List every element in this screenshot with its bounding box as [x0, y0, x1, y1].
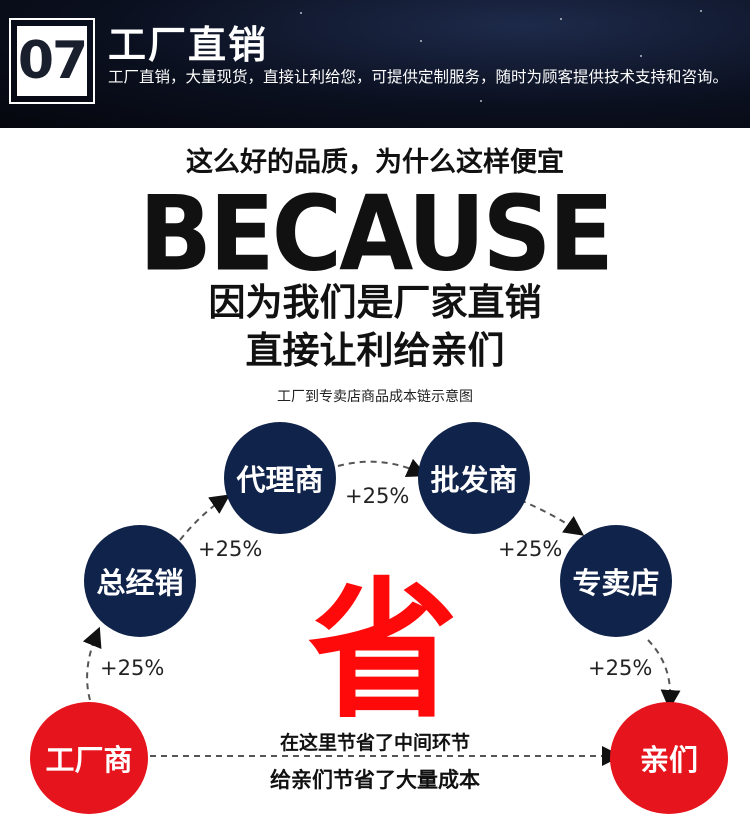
node-customers: 亲们	[610, 702, 728, 814]
arrow-store-customer	[647, 639, 681, 710]
question-text: 这么好的品质，为什么这样便宜	[186, 147, 564, 178]
markup-label: +25%	[498, 537, 563, 561]
markup-label: +25%	[198, 537, 263, 561]
markup-label: +25%	[588, 656, 653, 680]
node-general-distributor: 总经销	[84, 525, 196, 637]
node-factory: 工厂商	[30, 702, 148, 814]
header-banner: 07 工厂直销 工厂直销，大量现货，直接让利给您，可提供定制服务，随时为顾客提供…	[0, 0, 750, 128]
diagram-title: 工厂到专卖店商品成本链示意图	[277, 389, 473, 405]
arrow-wholesale-store	[519, 499, 585, 536]
because-text: BECAUSE	[138, 173, 614, 295]
node-store: 专卖店	[560, 525, 672, 637]
node-agent: 代理商	[224, 422, 336, 534]
savings-note-2: 给亲们节省了大量成本	[270, 768, 480, 792]
arrow-general-agent	[179, 494, 231, 541]
header-title: 工厂直销	[108, 23, 269, 67]
node-wholesaler: 批发商	[418, 422, 530, 534]
markup-label: +25%	[100, 656, 165, 680]
header-description: 工厂直销，大量现货，直接让利给您，可提供定制服务，随时为顾客提供技术支持和咨询。	[108, 68, 729, 86]
section-number-box: 07	[9, 18, 95, 104]
arrow-factory-general	[82, 626, 102, 701]
arrow-agent-wholesale	[337, 458, 428, 478]
section-number: 07	[17, 26, 88, 96]
savings-note-1: 在这里节省了中间环节	[279, 732, 470, 754]
reason-line-2: 直接让利给亲们	[245, 329, 505, 372]
markup-label: +25%	[345, 484, 410, 508]
save-character: 省	[307, 565, 458, 739]
reason-line-1: 因为我们是厂家直销	[208, 281, 542, 324]
